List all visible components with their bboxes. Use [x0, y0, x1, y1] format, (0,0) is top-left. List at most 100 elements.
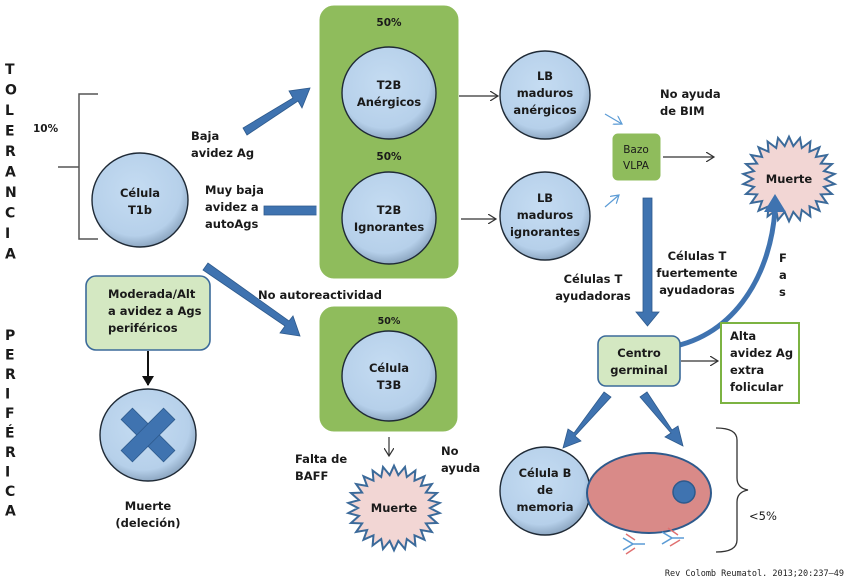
- tolerancia-letter: A: [5, 247, 16, 263]
- no-ayuda-bim-1: No ayuda: [660, 87, 721, 101]
- arrow-bazo-to-centro: [635, 197, 660, 327]
- arrow-lb-ignorantes-to-bazo: [604, 195, 619, 208]
- periferica-letter: P: [5, 328, 15, 344]
- cell-t1b: Célula T1b: [91, 152, 189, 248]
- centro-germinal-box: Centro germinal: [597, 335, 681, 387]
- cell-lb-anergicos: LB maduros anérgicos: [499, 50, 591, 140]
- svg-text:Alta: Alta: [730, 329, 756, 343]
- svg-text:a avidez a Ags: a avidez a Ags: [108, 304, 202, 318]
- no-autoreactividad-label: No autoreactividad: [258, 288, 382, 302]
- celulas-t-fuertemente-1: Células T: [668, 249, 727, 263]
- green-box-t2b: 50% T2B Anérgicos 50% T2B Ignorantes: [316, 2, 462, 282]
- arrow-centro-to-memoria: [562, 391, 612, 449]
- arrow-lb-anergicos-to-bazo: [604, 113, 622, 124]
- periferica-letter: F: [5, 406, 15, 422]
- svg-text:Anérgicos: Anérgicos: [357, 95, 421, 109]
- svg-text:de: de: [537, 483, 553, 497]
- svg-text:ignorantes: ignorantes: [510, 225, 580, 239]
- cell-t2b-anergicos: [341, 46, 437, 140]
- cell-b-memoria: Célula B de memoria: [499, 446, 591, 536]
- periferica-letter: I: [5, 387, 10, 403]
- svg-text:periféricos: periféricos: [108, 321, 178, 335]
- svg-text:anérgicos: anérgicos: [513, 103, 576, 117]
- svg-text:Muerte: Muerte: [766, 172, 813, 186]
- plasma-nucleus: [672, 480, 696, 504]
- svg-text:Célula B: Célula B: [519, 466, 572, 480]
- cell-t2b-ignorantes: [341, 171, 437, 265]
- svg-text:extra: extra: [730, 363, 764, 377]
- svg-text:T2B: T2B: [377, 78, 402, 92]
- svg-text:folicular: folicular: [730, 380, 783, 394]
- tolerancia-letter: O: [5, 83, 17, 99]
- muy-baja-label-3: autoAgs: [205, 217, 258, 231]
- antibody-icon: [622, 533, 645, 555]
- muerte-burst-top: Muerte: [740, 134, 838, 224]
- x-icon: [120, 407, 176, 463]
- svg-text:T1b: T1b: [128, 203, 152, 217]
- bracket-10: [58, 93, 98, 240]
- muy-baja-label-2: avidez a: [205, 200, 259, 214]
- percent-10-label: 10%: [33, 123, 59, 135]
- pct-t3b: 50%: [378, 316, 401, 327]
- periferica-letter: R: [5, 445, 16, 461]
- svg-text:Centro: Centro: [617, 346, 661, 360]
- bracket-5: [715, 427, 749, 553]
- celulas-t-fuertemente-2: fuertemente: [656, 266, 737, 280]
- no-ayuda-2: ayuda: [441, 461, 480, 475]
- tolerancia-letter: T: [5, 62, 15, 78]
- svg-text:germinal: germinal: [610, 363, 668, 377]
- alta-avidez-box: Alta avidez Ag extra folicular: [720, 322, 800, 404]
- muerte-delecion-2: (deleción): [115, 516, 180, 530]
- plasma-cell: [586, 452, 712, 534]
- periferica-letter: É: [5, 425, 15, 442]
- svg-text:Bazo: Bazo: [623, 144, 649, 156]
- fas-label-2: a: [779, 268, 787, 282]
- periferica-letter: A: [5, 504, 16, 520]
- antibody-icon: [661, 527, 684, 547]
- tolerancia-letter: E: [5, 124, 15, 140]
- deletion-cell: [99, 388, 197, 482]
- percent-lt5-label: <5%: [749, 509, 777, 523]
- arrow-to-anergicos: [242, 87, 311, 136]
- svg-text:Ignorantes: Ignorantes: [354, 220, 425, 234]
- citation: Rev Colomb Reumatol. 2013;20:237–49: [665, 569, 844, 579]
- no-ayuda-bim-2: de BIM: [660, 104, 705, 118]
- cell-lb-ignorantes: LB maduros ignorantes: [499, 171, 591, 261]
- svg-text:maduros: maduros: [517, 208, 574, 222]
- fas-label-1: F: [779, 251, 787, 265]
- tolerancia-letter: L: [5, 103, 14, 119]
- svg-text:maduros: maduros: [517, 86, 574, 100]
- tolerancia-letter: N: [5, 185, 17, 201]
- celulas-t-ayudadoras-1: Células T: [564, 272, 623, 286]
- cell-t3b: [341, 330, 437, 422]
- svg-text:avidez Ag: avidez Ag: [730, 346, 793, 360]
- arrow-to-t3b: [202, 262, 301, 337]
- svg-text:Muerte: Muerte: [371, 501, 418, 515]
- svg-text:memoria: memoria: [516, 500, 573, 514]
- arrow-centro-to-plasma: [639, 391, 684, 447]
- fas-label-3: s: [779, 285, 786, 299]
- bazo-vlpa-box: Bazo VLPA: [609, 130, 664, 184]
- falta-baff-2: BAFF: [295, 469, 328, 483]
- svg-text:VLPA: VLPA: [623, 160, 650, 172]
- tolerancia-letter: A: [5, 165, 16, 181]
- muerte-burst-bottom: Muerte: [345, 463, 443, 553]
- svg-text:T3B: T3B: [377, 378, 402, 392]
- green-box-t3b: 50% Célula T3B: [316, 303, 461, 435]
- periferica-letter: E: [5, 348, 15, 364]
- muy-baja-label-1: Muy baja: [205, 183, 264, 197]
- pct-ignorantes: 50%: [376, 151, 402, 163]
- periferica-letter: C: [5, 484, 15, 500]
- svg-text:T2B: T2B: [377, 203, 402, 217]
- svg-text:Célula: Célula: [369, 361, 409, 375]
- baja-avidez-label-1: Baja: [191, 129, 219, 143]
- svg-text:LB: LB: [537, 191, 553, 205]
- periferica-letter: I: [5, 465, 10, 481]
- svg-text:Célula: Célula: [120, 186, 160, 200]
- svg-text:LB: LB: [537, 69, 553, 83]
- celulas-t-fuertemente-3: ayudadoras: [659, 283, 735, 297]
- moderada-box: Moderada/Alt a avidez a Ags periféricos: [85, 275, 211, 351]
